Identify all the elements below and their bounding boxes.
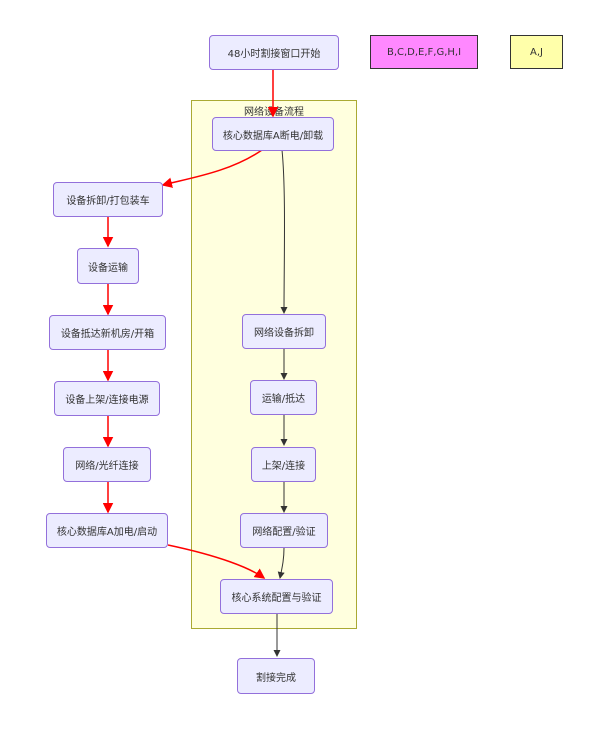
node-fiber-connect: 网络/光纤连接 [63, 447, 151, 482]
edge-netconfig-coreverify [277, 547, 285, 579]
node-core-db-power-off: 核心数据库A断电/卸载 [212, 117, 334, 151]
node-cutover-done: 割接完成 [237, 658, 315, 694]
node-network-rack: 上架/连接 [251, 447, 316, 482]
edge-coreon-coreverify [167, 544, 266, 579]
node-network-config: 网络配置/验证 [240, 513, 328, 548]
node-device-arrive: 设备抵达新机房/开箱 [49, 315, 166, 350]
node-start: 48小时割接窗口开始 [209, 35, 339, 70]
edge-coreoff-netdismantle [280, 149, 288, 314]
node-device-rack: 设备上架/连接电源 [54, 381, 160, 416]
legend-critical-path: B,C,D,E,F,G,H,I [370, 35, 478, 69]
edge-coreoff-dismantle [161, 149, 263, 188]
node-core-system-verify: 核心系统配置与验证 [220, 579, 333, 614]
node-network-transport: 运输/抵达 [250, 380, 317, 415]
node-core-db-power-on: 核心数据库A加电/启动 [46, 513, 168, 548]
legend-other: A,J [510, 35, 563, 69]
node-device-transport: 设备运输 [77, 248, 139, 284]
node-device-dismantle: 设备拆卸/打包装车 [53, 182, 163, 217]
node-network-dismantle: 网络设备拆卸 [242, 314, 326, 349]
